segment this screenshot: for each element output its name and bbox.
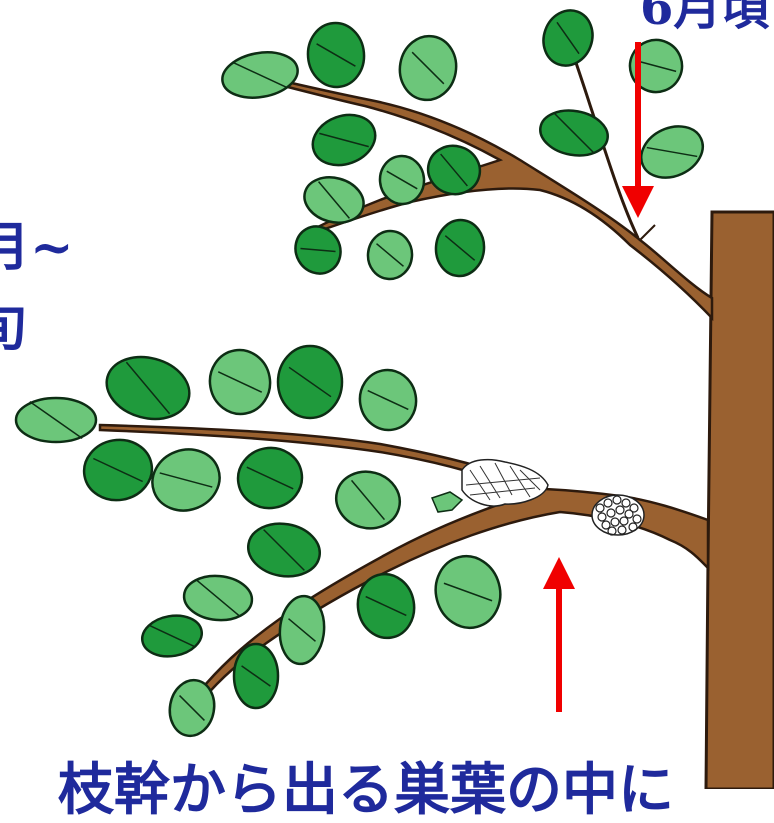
bottom-caption: 枝幹から出る巣葉の中に bbox=[58, 762, 674, 818]
egg-mass bbox=[592, 495, 644, 535]
arrow-up bbox=[543, 557, 575, 712]
illustration: 6月頃 月~ 旬 枝幹から出る巣葉の中に bbox=[0, 0, 774, 789]
top-right-label: 6月頃 bbox=[640, 0, 769, 32]
tree-illustration bbox=[0, 0, 774, 789]
trunk bbox=[706, 212, 774, 789]
left-label-line-2: 旬 bbox=[0, 302, 26, 354]
left-label-line-1: 月~ bbox=[0, 222, 74, 274]
leaves bbox=[16, 3, 711, 739]
